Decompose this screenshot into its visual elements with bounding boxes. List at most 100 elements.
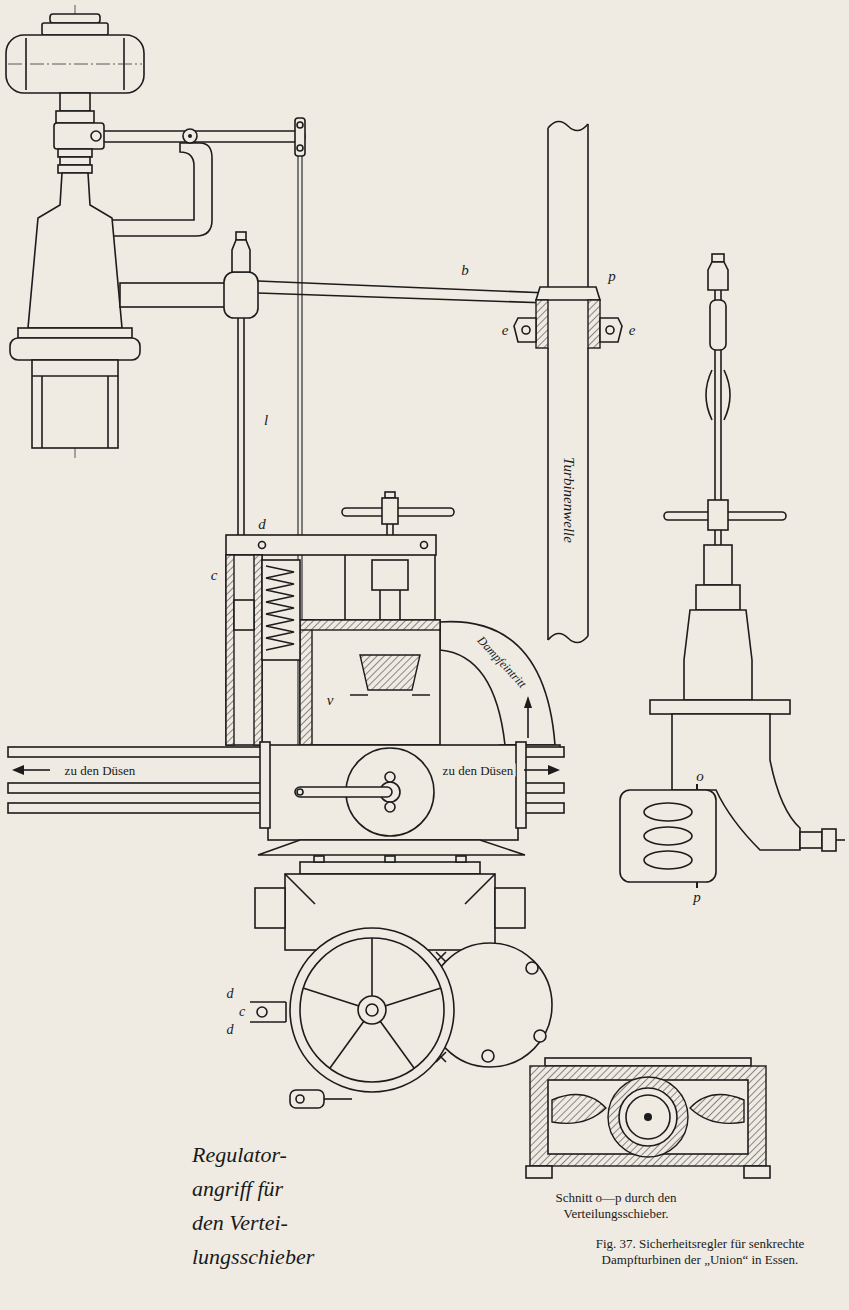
governor bbox=[60, 93, 90, 111]
stop-valve bbox=[226, 492, 560, 753]
plan-view bbox=[255, 888, 285, 928]
governor bbox=[224, 272, 258, 318]
plan-view bbox=[300, 938, 444, 1082]
safety-spindle bbox=[236, 232, 246, 240]
turbine-shaft bbox=[548, 121, 588, 130]
stop-valve bbox=[524, 696, 532, 708]
safety-spindle bbox=[232, 232, 548, 535]
spring-cylinder bbox=[226, 555, 234, 745]
plan-view bbox=[534, 1030, 546, 1042]
distribution-slide bbox=[268, 745, 518, 840]
stop-valve bbox=[527, 704, 529, 738]
governor bbox=[6, 35, 144, 93]
plan-view bbox=[303, 988, 359, 1006]
part-letter: c bbox=[209, 568, 220, 583]
regulator-rod bbox=[297, 145, 303, 151]
turbine-shaft bbox=[514, 318, 536, 342]
safety-spindle bbox=[258, 293, 548, 303]
section-view bbox=[744, 1166, 770, 1178]
turbine-shaft bbox=[588, 300, 600, 348]
turbine-shaft bbox=[536, 300, 548, 348]
regulator-rod bbox=[297, 122, 303, 128]
section-view bbox=[530, 1066, 766, 1166]
governor bbox=[8, 64, 142, 65]
governor bbox=[107, 376, 109, 448]
governor bbox=[183, 129, 197, 143]
distribution-slide bbox=[8, 747, 262, 757]
part-letter: e bbox=[500, 323, 511, 338]
governor bbox=[58, 165, 92, 173]
plan-view bbox=[290, 1090, 324, 1108]
part-letter: l bbox=[262, 413, 270, 428]
governor bbox=[18, 328, 132, 338]
distribution-slide bbox=[516, 742, 526, 828]
section-mark: p bbox=[691, 890, 703, 905]
part-letter: b bbox=[459, 263, 471, 278]
side-view-valve bbox=[708, 500, 728, 530]
part-letter: d bbox=[225, 1023, 236, 1037]
section-caption: Schnitt o—p durch den Verteilungsschiebe… bbox=[518, 1190, 714, 1222]
plan-view bbox=[285, 1002, 287, 1022]
plan-view bbox=[456, 856, 466, 862]
part-letter: c bbox=[237, 1005, 247, 1019]
distribution-slide bbox=[12, 765, 24, 775]
governor bbox=[28, 173, 122, 328]
plan-view bbox=[371, 938, 373, 996]
plan-view bbox=[358, 996, 386, 1024]
side-view-valve bbox=[704, 545, 732, 585]
section-view bbox=[619, 1088, 677, 1146]
part-letter: v bbox=[325, 693, 336, 708]
plan-view bbox=[330, 1021, 364, 1068]
governor bbox=[32, 360, 118, 448]
turbine-shaft bbox=[600, 318, 622, 342]
turbine-shaft bbox=[587, 348, 589, 636]
stop-valve bbox=[386, 524, 388, 535]
section-mark: o bbox=[694, 769, 706, 784]
turbine-shaft bbox=[547, 348, 549, 640]
stop-valve bbox=[300, 620, 440, 745]
spring-cylinder bbox=[226, 555, 262, 745]
plan-view bbox=[300, 862, 480, 874]
governor bbox=[50, 14, 100, 23]
plan-view bbox=[482, 1050, 494, 1062]
plan-view bbox=[385, 988, 441, 1006]
regulator-rod bbox=[295, 118, 305, 156]
side-view-valve bbox=[644, 851, 692, 869]
plan-view bbox=[290, 928, 454, 1092]
distribution-slide bbox=[524, 769, 552, 771]
part-letter: e bbox=[627, 323, 638, 338]
part-letter: d bbox=[225, 987, 236, 1001]
plan-view bbox=[324, 1098, 352, 1100]
section-view bbox=[608, 1077, 688, 1157]
plan-view bbox=[296, 1095, 304, 1103]
plan-view bbox=[285, 874, 495, 904]
plan-view bbox=[385, 856, 395, 862]
section-view bbox=[526, 1166, 552, 1178]
plan-view bbox=[257, 1007, 267, 1017]
section-view bbox=[644, 1113, 652, 1121]
governor bbox=[91, 131, 101, 141]
governor bbox=[6, 5, 305, 458]
spring-cylinder bbox=[226, 555, 300, 745]
stop-valve bbox=[440, 622, 555, 745]
distribution-slide bbox=[260, 742, 270, 828]
stop-valve bbox=[372, 560, 408, 590]
section-view bbox=[545, 1058, 751, 1066]
distribution-slide bbox=[548, 765, 560, 775]
distribution-slide bbox=[8, 783, 262, 793]
distribution-slide bbox=[258, 840, 525, 855]
side-view-valve bbox=[620, 790, 716, 882]
turbine-shaft bbox=[548, 633, 588, 642]
governor bbox=[60, 157, 90, 165]
side-view-valve bbox=[706, 370, 730, 420]
plan-view bbox=[495, 888, 525, 928]
side-view-valve bbox=[620, 254, 845, 888]
spring-cylinder bbox=[254, 555, 262, 745]
regulator-rod bbox=[297, 156, 298, 786]
side-view-valve bbox=[836, 839, 845, 841]
side-view-valve bbox=[644, 803, 692, 821]
governor bbox=[54, 123, 104, 149]
side-view-valve bbox=[644, 827, 692, 845]
